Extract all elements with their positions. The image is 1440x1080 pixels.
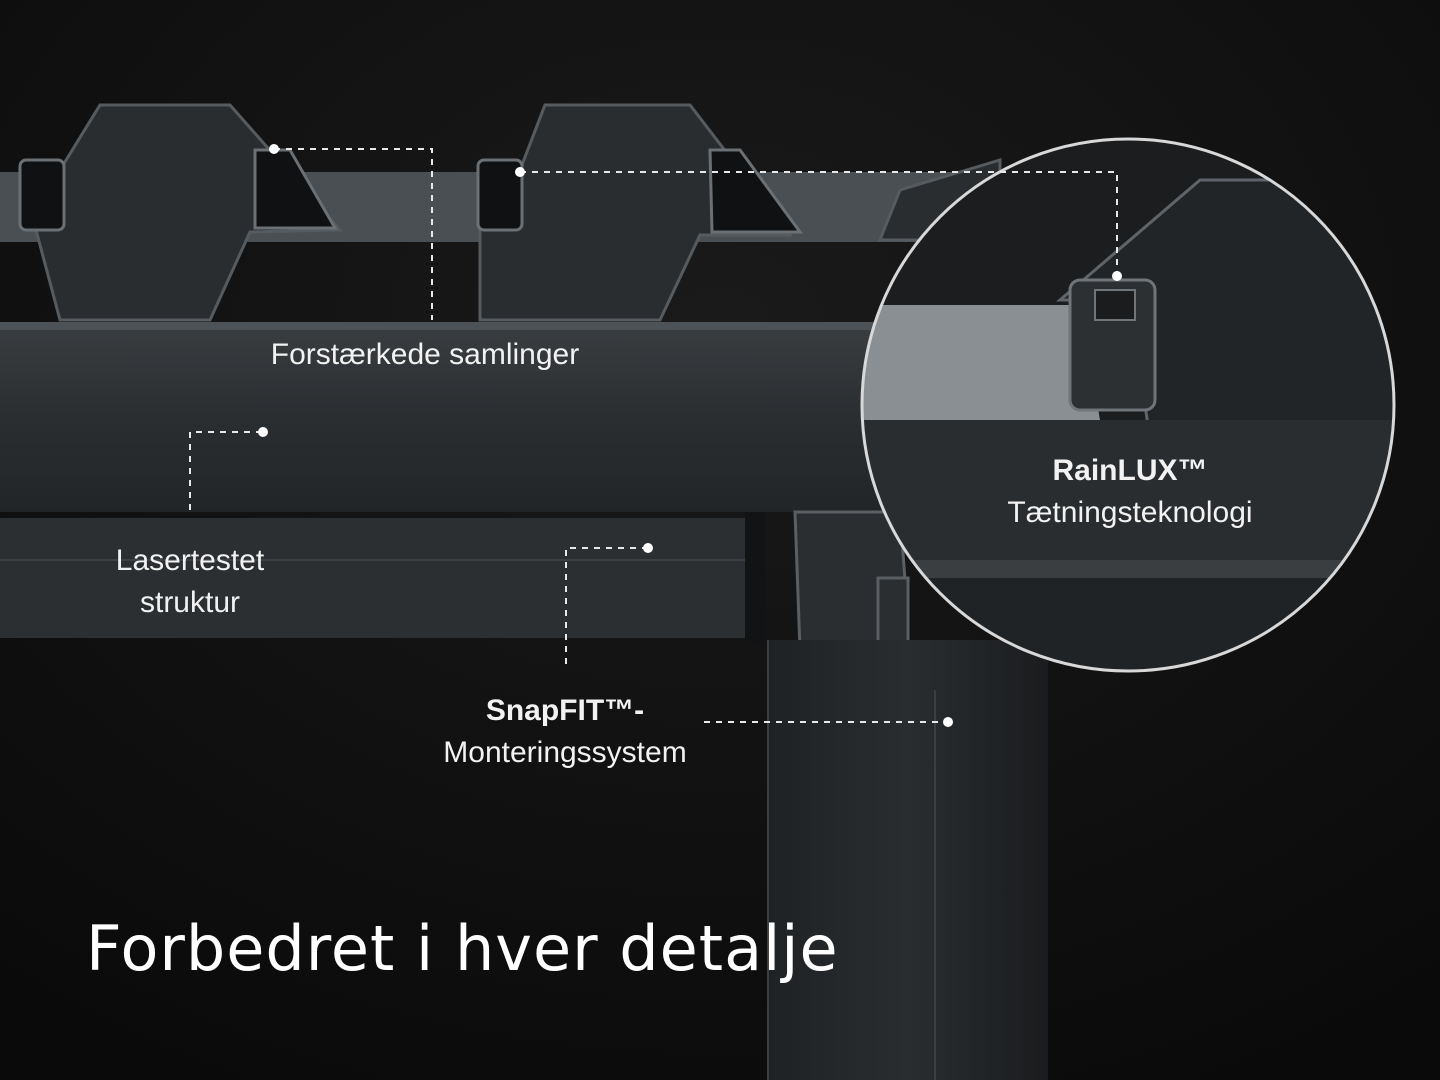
callout-rainlux-title: RainLUX™ xyxy=(1052,454,1208,487)
callout-snapfit: SnapFIT™- Monteringssystem xyxy=(380,690,750,774)
leader-lines xyxy=(189,148,1118,723)
magnified-detail xyxy=(862,140,1394,671)
callout-laser-tested-line2: struktur xyxy=(139,586,241,619)
page-headline: Forbedret i hver detalje xyxy=(86,912,839,985)
callout-reinforced-joints-text: Forstærkede samlinger xyxy=(270,338,580,371)
callout-rainlux: RainLUX™ Tætningsteknologi xyxy=(960,450,1300,534)
profile-channels xyxy=(18,148,803,234)
callout-laser-tested: Lasertestet struktur xyxy=(80,540,300,624)
main-beam xyxy=(0,322,900,512)
callout-snapfit-line2: Monteringssystem xyxy=(443,736,687,769)
post xyxy=(768,640,1048,1080)
gutter-beam xyxy=(0,518,745,638)
callout-laser-tested-line1: Lasertestet xyxy=(115,544,265,577)
callout-rainlux-line2: Tætningsteknologi xyxy=(1007,496,1253,529)
magnifier-ring xyxy=(860,137,1396,673)
leader-dots xyxy=(258,144,1122,727)
callout-snapfit-title: SnapFIT™- xyxy=(485,694,645,727)
callout-reinforced-joints: Forstærkede samlinger xyxy=(230,334,620,376)
